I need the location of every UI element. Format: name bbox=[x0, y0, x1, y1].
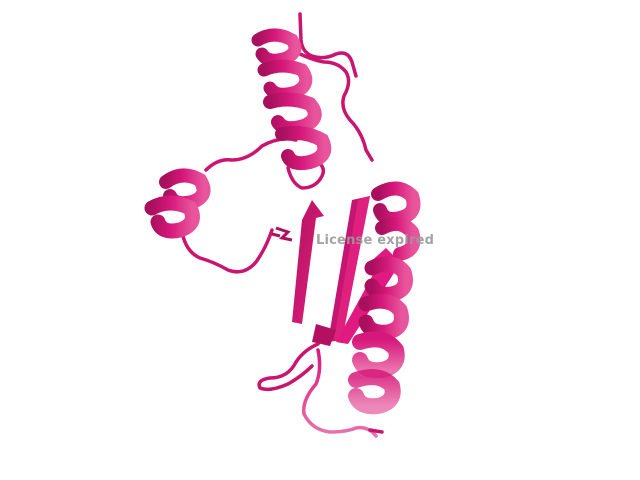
helix-right bbox=[348, 181, 421, 415]
beta-strand-1 bbox=[292, 200, 324, 324]
left-loop-lower bbox=[180, 228, 274, 274]
license-watermark: License expired bbox=[316, 233, 435, 248]
top-loop bbox=[294, 50, 374, 162]
mid-connector bbox=[286, 160, 326, 190]
n-terminal-tail bbox=[298, 12, 358, 78]
helix-left bbox=[144, 168, 211, 239]
bottom-loop-long bbox=[302, 348, 378, 438]
ligand-sticks bbox=[271, 226, 293, 242]
bottom-loop-left bbox=[257, 342, 320, 392]
beta-strand-2-face bbox=[334, 196, 370, 340]
c-terminal-tail bbox=[368, 428, 384, 434]
helix-top bbox=[251, 28, 332, 171]
beta-strand-connector bbox=[312, 324, 336, 346]
